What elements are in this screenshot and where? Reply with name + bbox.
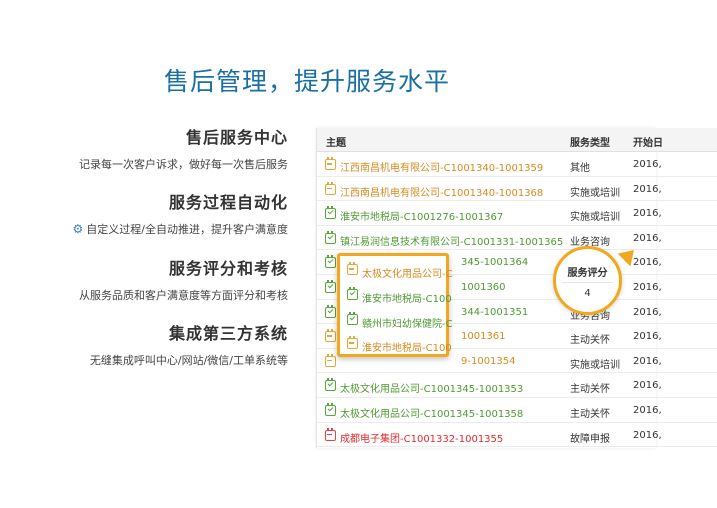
score-value: 4 [584, 288, 591, 299]
cell-start-date: 2016, [633, 380, 662, 392]
feature-desc: 从服务品质和客户满意度等方面评分和考核 [79, 289, 288, 302]
cell-service-type: 主动关怀 [570, 384, 610, 396]
page-headline: 售后管理，提升服务水平 [164, 67, 451, 96]
feature-process-automation: 服务过程自动化 ⚙自定义过程/全自动推进，提升客户满意度 [73, 189, 288, 237]
cell-service-type: 故障申报 [570, 433, 610, 445]
table-row[interactable]: 1001360 2016, [317, 275, 717, 300]
table-row[interactable]: 9-1001354 实施或培训 2016, [317, 349, 717, 374]
feature-after-sales-center: 售后服务中心 记录每一次客户诉求，做好每一次售后服务 [79, 124, 288, 172]
cell-subject[interactable]: 1001360 [461, 282, 506, 293]
table-row[interactable]: 镇江易润信息技术有限公司-C1001331-1001365 业务咨询 2016, [317, 226, 717, 251]
cell-start-date: 2016, [633, 208, 662, 220]
column-header-service-type[interactable]: 服务类型 [570, 138, 610, 149]
feature-title: 服务评分和考核 [168, 259, 288, 278]
table-row[interactable]: 345-1001364 2016, [317, 250, 717, 275]
cell-start-date: 2016, [633, 405, 662, 416]
cell-subject[interactable]: 345-1001364 [461, 257, 529, 269]
cell-service-type: 业务咨询 [570, 236, 610, 248]
popup-item[interactable]: 赣州市妇幼保健院-C [340, 308, 460, 332]
popup-item[interactable]: 淮安市地税局-C100 [340, 332, 460, 356]
cell-start-date: 2016, [633, 355, 662, 367]
divider [562, 282, 613, 283]
table-row[interactable]: 344-1001351 业务咨询 2016, [317, 300, 717, 325]
cell-subject[interactable]: 江西南昌机电有限公司-C1001340-1001359 [340, 163, 544, 174]
table-row[interactable]: 太极文化用品公司-C1001345-1001353 主动关怀 2016, [317, 373, 717, 398]
cell-start-date: 2016, [633, 159, 662, 170]
calendar-check-icon [325, 255, 336, 269]
feature-service-rating: 服务评分和考核 从服务品质和客户满意度等方面评分和考核 [79, 255, 288, 303]
calendar-check-icon [347, 287, 358, 300]
column-header-start[interactable]: 开始日 [633, 138, 663, 149]
calendar-check-icon [325, 304, 336, 318]
feature-third-party-integration: 集成第三方系统 无缝集成呼叫中心/网站/微信/工单系统等 [90, 320, 288, 368]
popup-item[interactable]: 太极文化用品公司-C [340, 258, 460, 282]
feature-title: 服务过程自动化 [168, 193, 288, 212]
score-label: 服务评分 [567, 268, 608, 279]
calendar-icon [347, 336, 358, 349]
calendar-icon [325, 181, 336, 195]
calendar-icon [325, 427, 336, 441]
cell-subject[interactable]: 1001361 [461, 331, 506, 343]
cell-service-type: 主动关怀 [570, 409, 610, 420]
table-row[interactable]: 太极文化用品公司-C1001345-1001358 主动关怀 2016, [317, 398, 717, 423]
cell-subject[interactable]: 9-1001354 [461, 355, 516, 367]
feature-desc: 记录每一次客户诉求，做好每一次售后服务 [79, 158, 288, 171]
popup-item[interactable]: 淮安市地税局-C100 [340, 283, 460, 307]
cell-subject[interactable]: 太极文化用品公司-C1001345-1001358 [340, 409, 524, 420]
feature-title: 集成第三方系统 [168, 324, 288, 343]
calendar-icon [325, 353, 336, 367]
grid-header: 主题 服务类型 开始日 [317, 128, 717, 152]
cell-start-date: 2016, [633, 232, 662, 244]
service-score-callout: 服务评分 4 [553, 246, 622, 315]
cell-subject[interactable]: 太极文化用品公司-C1001345-1001353 [340, 384, 524, 396]
calendar-icon [347, 262, 358, 275]
table-row[interactable]: 成都电子集团-C1001332-1001355 故障申报 2016, [317, 423, 717, 448]
table-row[interactable]: 淮安市地税局-C1001276-1001367 实施或培训 2016, [317, 201, 717, 226]
cell-service-type: 其他 [570, 163, 590, 174]
table-row[interactable]: 1001361 主动关怀 2016, [317, 324, 717, 349]
cell-start-date: 2016, [633, 183, 662, 195]
calendar-icon [325, 329, 336, 343]
calendar-check-icon [325, 378, 336, 392]
feature-desc: 无缝集成呼叫中心/网站/微信/工单系统等 [89, 354, 288, 367]
cell-subject[interactable]: 江西南昌机电有限公司-C1001340-1001368 [340, 187, 544, 199]
cell-start-date: 2016, [633, 331, 662, 343]
feature-title: 售后服务中心 [185, 128, 288, 147]
calendar-icon [325, 157, 336, 170]
calendar-check-icon [325, 206, 336, 220]
calendar-check-icon [325, 280, 336, 293]
cell-service-type: 实施或培训 [570, 187, 620, 199]
gears-icon: ⚙ [72, 222, 84, 236]
calendar-check-icon [325, 230, 336, 244]
column-header-subject[interactable]: 主题 [326, 138, 346, 149]
cell-subject[interactable]: 344-1001351 [461, 306, 529, 318]
calendar-check-icon [347, 312, 358, 325]
table-row[interactable]: 江西南昌机电有限公司-C1001340-1001368 实施或培训 2016, [317, 177, 717, 202]
cell-start-date: 2016, [633, 306, 662, 318]
table-row[interactable]: 江西南昌机电有限公司-C1001340-1001359 其他 2016, [317, 152, 717, 177]
cell-subject[interactable]: 淮安市地税局-C1001276-1001367 [340, 212, 504, 224]
cell-service-type: 实施或培训 [570, 212, 620, 224]
cell-subject[interactable]: 成都电子集团-C1001332-1001355 [340, 433, 504, 445]
cell-start-date: 2016, [633, 282, 662, 293]
cell-service-type: 主动关怀 [570, 335, 610, 347]
cell-service-type: 实施或培训 [570, 359, 620, 371]
cell-service-type: 业务咨询 [570, 310, 610, 322]
feature-desc: ⚙自定义过程/全自动推进，提升客户满意度 [72, 222, 288, 236]
cell-subject[interactable]: 镇江易润信息技术有限公司-C1001331-1001365 [340, 236, 564, 248]
cell-start-date: 2016, [633, 429, 662, 441]
cell-start-date: 2016, [633, 257, 662, 269]
calendar-check-icon [325, 403, 336, 416]
subject-dropdown-popup: 太极文化用品公司-C 淮安市地税局-C100 赣州市妇幼保健院-C 淮安市地税局… [337, 253, 453, 357]
